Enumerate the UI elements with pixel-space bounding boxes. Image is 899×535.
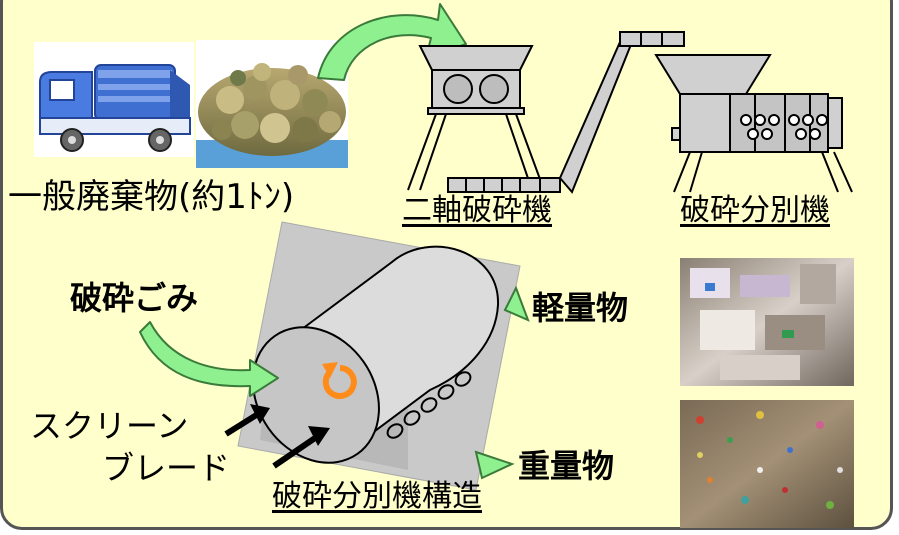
heavy-material-photo bbox=[680, 400, 854, 528]
blade-label: ブレード bbox=[102, 449, 231, 487]
crushed-waste-label: 破砕ごみ bbox=[70, 279, 199, 317]
rotation-icon bbox=[322, 365, 357, 399]
twin-shaft-crusher-icon bbox=[407, 45, 545, 191]
feed-arrow-icon bbox=[317, 3, 467, 81]
blade-pointer-icon bbox=[272, 426, 330, 469]
light-material-label: 軽量物 bbox=[532, 289, 629, 327]
light-material-photo bbox=[680, 258, 854, 386]
heavy-material-arrow-icon bbox=[474, 450, 515, 480]
waste-bags-photo bbox=[196, 40, 348, 168]
waste-label: 一般廃棄物(約1ﾄﾝ) bbox=[8, 177, 295, 217]
sorter-structure-diagram bbox=[237, 221, 521, 491]
sorting-crusher-icon bbox=[654, 54, 853, 193]
crushed-waste-arrow-icon bbox=[139, 321, 279, 397]
heavy-material-label: 重量物 bbox=[518, 447, 615, 485]
twin-shaft-crusher-label: 二軸破砕機 bbox=[402, 193, 552, 228]
sorter-structure-label: 破砕分別機構造 bbox=[272, 479, 482, 514]
conveyor-icon bbox=[447, 31, 685, 194]
light-material-arrow-icon bbox=[503, 285, 530, 322]
screen-label: スクリーン bbox=[30, 407, 189, 445]
garbage-truck-icon bbox=[34, 42, 194, 157]
sorting-crusher-label: 破砕分別機 bbox=[680, 193, 830, 228]
screen-pointer-icon bbox=[224, 404, 270, 437]
